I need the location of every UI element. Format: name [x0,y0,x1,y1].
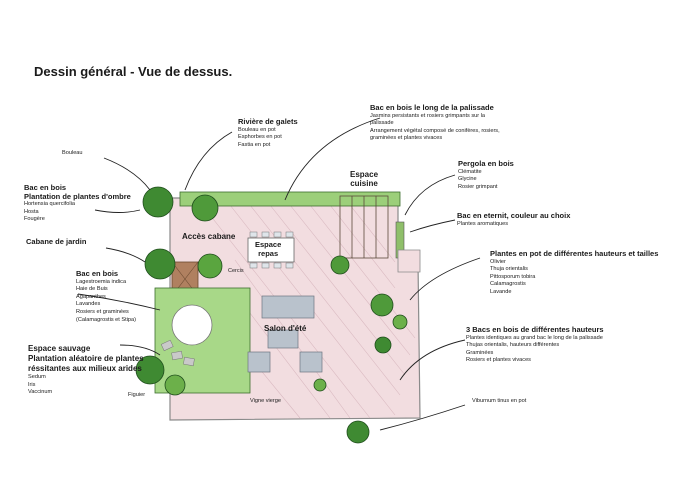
pots-heading: Plantes en pot de différentes hauteurs e… [490,249,659,258]
pergola [339,195,389,259]
bac-bois-item: Haie de Buis [76,286,108,293]
bac-palissade-item: palissade [370,120,394,127]
trois-bacs-annotation: 3 Bacs en bois de différentes hauteurs P… [466,325,604,365]
bac-palissade-item: Arrangement végétal composé de conifères… [370,127,500,134]
bac-bois-item: Lavandes [76,301,101,308]
pots-item: Lavande [490,288,512,295]
eternit-annotation: Bac en eternit, couleur au choix Plantes… [457,211,571,228]
right-extension [397,249,421,273]
trois-bacs-item: Thujas orientalis, hauteurs différentes [466,342,560,349]
espace-repas-label: Espace repas [255,240,282,258]
bac-bois-item: Agapanthes [76,293,106,300]
espace-cuisine-label: Espace cuisine [350,170,379,188]
bac-palissade-heading: Bac en bois le long de la palissade [370,103,494,112]
pergola-item: Rosier grimpant [458,183,498,190]
bac-ombre-item: Hosta [24,208,39,215]
pergola-item: Clématite [458,168,482,175]
salon-ete-label: Salon d'été [264,324,307,333]
bac-bois-item: Lagestroemia indica [76,278,127,285]
trois-bacs-item: Plantes identiques au grand bac le long … [466,334,603,341]
bac-palissade-item: graminées et plantes vivaces [370,135,443,142]
pergola-heading: Pergola en bois [458,159,514,168]
pots-item: Thuja orientalis [490,266,528,273]
trois-bacs-heading: 3 Bacs en bois de différentes hauteurs [466,325,604,334]
bac-ombre-item: Hortensia quercifolia [24,201,75,208]
figuier-label: Figuier [128,392,146,398]
bac-ombre-heading: Bac en bois [24,183,67,192]
riviere-heading: Rivière de galets [238,117,298,126]
bac-ombre-subheading: Plantation de plantes d'ombre [24,191,131,201]
riviere-item: Esphorbes en pot [238,134,282,141]
drawing-title: Dessin général - Vue de dessus. [34,64,233,79]
sauvage-item: Vaccinum [28,389,53,396]
bouleau-label: Bouleau [62,150,83,156]
dining-table [247,237,295,263]
vigne-annotation: Vigne vierge [250,398,281,406]
cabane-label: Cabane de jardin [26,237,87,246]
dining-chairs [249,231,294,269]
cercis-label: Cercis [228,268,244,274]
riviere-annotation: Rivière de galets Bouleau en pot Esphorb… [238,117,298,149]
sauvage-heading: Plantation aléatoire de plantes [28,354,144,363]
bouleau-annotation: Bouleau [62,150,83,158]
bac-ombre-annotation: Bac en bois Plantation de plantes d'ombr… [24,183,131,224]
trees [135,186,408,444]
figuier-annotation: Figuier [128,392,145,400]
sauvage-heading: réssitantes aux milieux arides [28,364,142,373]
acces-cabane-label: Accès cabane [182,232,236,241]
cabane-annotation: Cabane de jardin [26,237,87,247]
sauvage-item: Sedum [28,374,46,380]
riviere-item: Bouleau en pot [238,126,276,133]
viburnum-label: Viburnum tinus en pot [472,398,527,404]
viburnum-annotation: Viburnum tinus en pot [472,398,526,406]
pots-annotation: Plantes en pot de différentes hauteurs e… [490,249,659,297]
pots-item: Calamagrostis [490,281,526,288]
sauvage-heading: Espace sauvage [28,344,91,353]
pots-item: Pittosporum tobira [490,273,536,280]
eternit-heading: Bac en eternit, couleur au choix [457,211,571,220]
trois-bacs-item: Graminées [466,349,494,356]
trois-bacs-item: Rosiers et plantes vivaces [466,357,531,364]
stepping-stones [160,339,195,367]
bac-ombre-item: Fougère [24,216,45,223]
sauvage-item: Iris [28,381,36,388]
bac-bois-heading: Bac en bois [76,269,119,278]
vigne-label: Vigne vierge [250,398,281,404]
leader-lines [77,117,481,431]
pots-item: Olivier [490,258,506,265]
bac-bois-annotation: Bac en bois Lagestroemia indica Haie de … [76,269,136,324]
bac-bois-item: Rosiers et graminées [76,308,129,315]
eternit-item: Plantes aromatiques [457,220,508,227]
bac-palissade-annotation: Bac en bois le long de la palissade Jasm… [370,103,500,143]
lounge-furniture [247,295,323,373]
bac-palissade-item: Jasmins persistants et rosiers grimpants… [370,112,486,119]
sauvage-annotation: Espace sauvage Plantation aléatoire de p… [28,344,144,397]
riviere-item: Fastia en pot [238,141,271,148]
fence-planter [179,191,401,207]
pergola-item: Glycine [458,176,477,183]
bac-bois-item: (Calamagrostis et Stipa) [76,316,136,323]
round-lawn [171,304,213,346]
pergola-annotation: Pergola en bois Clématite Glycine Rosier… [458,159,514,191]
